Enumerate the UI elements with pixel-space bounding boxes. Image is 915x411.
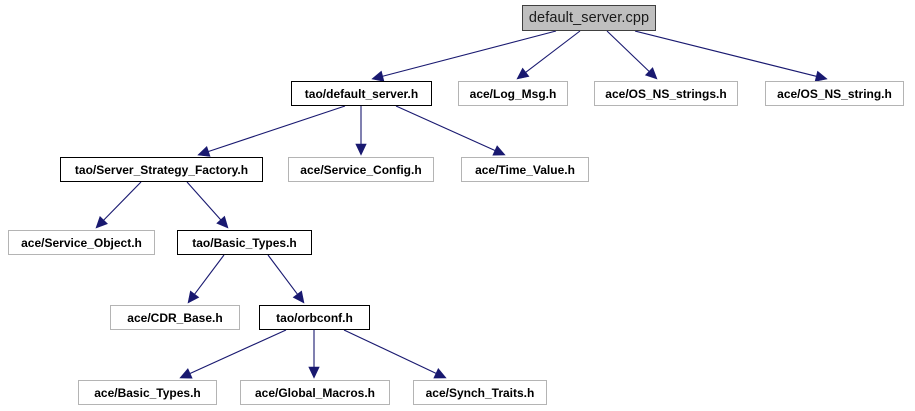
graph-node-ace_log_msg_h[interactable]: ace/Log_Msg.h <box>458 81 568 106</box>
graph-node-ace_cdr_base_h[interactable]: ace/CDR_Base.h <box>110 305 240 330</box>
graph-edge-tao_server_strategy_factory_h-to-tao_basic_types_h <box>186 181 222 221</box>
graph-arrowhead-tao_orbconf_h-to-ace_global_macros_h <box>308 366 320 379</box>
graph-edge-tao_basic_types_h-to-ace_cdr_base_h <box>194 254 225 295</box>
graph-edge-default_server_cpp-to-ace_log_msg_h <box>525 30 581 73</box>
graph-node-ace_time_value_h[interactable]: ace/Time_Value.h <box>461 157 589 182</box>
graph-edge-tao_orbconf_h-to-ace_basic_types_h <box>189 329 287 374</box>
graph-arrowhead-default_server_cpp-to-ace_log_msg_h <box>516 67 530 80</box>
graph-edge-tao_default_server_h-to-ace_time_value_h <box>395 105 496 151</box>
graph-node-tao_server_strategy_factory_h[interactable]: tao/Server_Strategy_Factory.h <box>60 157 263 182</box>
graph-node-label: tao/default_server.h <box>304 86 419 101</box>
graph-node-label: tao/Basic_Types.h <box>192 235 297 250</box>
graph-node-ace_os_ns_string_h[interactable]: ace/OS_NS_string.h <box>765 81 904 106</box>
graph-arrowhead-default_server_cpp-to-tao_default_server_h <box>371 70 385 82</box>
graph-edge-default_server_cpp-to-tao_default_server_h <box>382 30 557 77</box>
graph-node-label: ace/Global_Macros.h <box>254 385 376 400</box>
graph-edge-tao_server_strategy_factory_h-to-ace_service_object_h <box>103 181 142 221</box>
graph-node-label: ace/Service_Config.h <box>300 162 422 177</box>
graph-arrowhead-tao_server_strategy_factory_h-to-tao_basic_types_h <box>216 215 229 229</box>
graph-edge-tao_default_server_h-to-tao_server_strategy_factory_h <box>208 105 346 153</box>
graph-node-label: default_server.cpp <box>528 9 650 26</box>
graph-node-ace_service_object_h[interactable]: ace/Service_Object.h <box>8 230 155 255</box>
graph-arrowhead-default_server_cpp-to-ace_os_ns_strings_h <box>644 67 658 80</box>
graph-node-tao_default_server_h[interactable]: tao/default_server.h <box>291 81 432 106</box>
graph-arrowhead-tao_default_server_h-to-tao_server_strategy_factory_h <box>197 146 211 157</box>
graph-arrowhead-default_server_cpp-to-ace_os_ns_string_h <box>814 70 828 82</box>
graph-node-label: ace/Basic_Types.h <box>94 385 201 400</box>
graph-node-tao_orbconf_h[interactable]: tao/orbconf.h <box>259 305 370 330</box>
graph-arrowhead-tao_orbconf_h-to-ace_basic_types_h <box>179 368 193 379</box>
graph-arrowhead-tao_server_strategy_factory_h-to-ace_service_object_h <box>95 215 108 229</box>
graph-node-tao_basic_types_h[interactable]: tao/Basic_Types.h <box>177 230 312 255</box>
graph-node-label: ace/Time_Value.h <box>475 162 575 177</box>
graph-node-ace_global_macros_h[interactable]: ace/Global_Macros.h <box>240 380 390 405</box>
graph-edge-tao_basic_types_h-to-tao_orbconf_h <box>267 254 298 295</box>
graph-arrowhead-tao_orbconf_h-to-ace_synch_traits_h <box>433 368 447 379</box>
graph-edge-default_server_cpp-to-ace_os_ns_string_h <box>634 30 817 77</box>
graph-arrowhead-tao_basic_types_h-to-ace_cdr_base_h <box>187 290 200 304</box>
graph-arrowhead-tao_default_server_h-to-ace_time_value_h <box>492 145 506 156</box>
graph-node-ace_basic_types_h[interactable]: ace/Basic_Types.h <box>78 380 217 405</box>
graph-node-label: ace/Synch_Traits.h <box>425 385 535 400</box>
graph-node-ace_synch_traits_h[interactable]: ace/Synch_Traits.h <box>413 380 547 405</box>
graph-node-default_server_cpp[interactable]: default_server.cpp <box>522 5 656 31</box>
graph-node-ace_service_config_h[interactable]: ace/Service_Config.h <box>288 157 434 182</box>
graph-arrowhead-tao_default_server_h-to-ace_service_config_h <box>355 143 367 156</box>
graph-node-label: ace/OS_NS_strings.h <box>605 86 727 101</box>
graph-edge-default_server_cpp-to-ace_os_ns_strings_h <box>606 30 650 72</box>
graph-arrowhead-tao_basic_types_h-to-tao_orbconf_h <box>292 290 305 304</box>
graph-node-label: tao/orbconf.h <box>276 310 353 325</box>
graph-node-label: ace/Log_Msg.h <box>469 86 557 101</box>
graph-node-ace_os_ns_strings_h[interactable]: ace/OS_NS_strings.h <box>594 81 738 106</box>
graph-node-label: tao/Server_Strategy_Factory.h <box>74 162 249 177</box>
graph-node-label: ace/OS_NS_string.h <box>777 86 892 101</box>
graph-node-label: ace/CDR_Base.h <box>127 310 223 325</box>
graph-edge-tao_orbconf_h-to-ace_synch_traits_h <box>343 329 437 374</box>
graph-node-label: ace/Service_Object.h <box>21 235 142 250</box>
